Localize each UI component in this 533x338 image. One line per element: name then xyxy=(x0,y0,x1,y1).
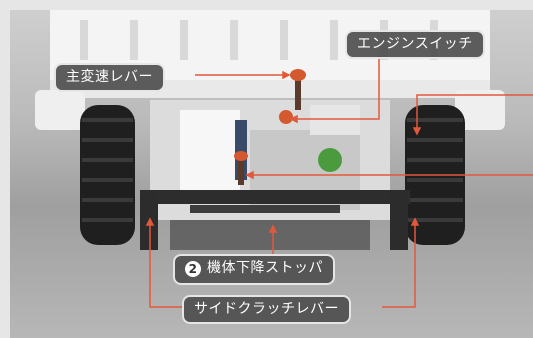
machine-photo: 主変速レバー エンジンスイッチ 2 機体下降ストッパ サイドクラッチレバー xyxy=(10,10,533,338)
leader-lines xyxy=(145,56,533,308)
body-lower-stopper-label: 2 機体下降ストッパ xyxy=(173,254,335,285)
side-clutch-lever-label: サイドクラッチレバー xyxy=(182,295,351,324)
engine-switch-label: エンジンスイッチ xyxy=(345,30,485,59)
main-shift-lever xyxy=(290,69,306,110)
body-lower-stopper-text: 機体下降ストッパ xyxy=(207,260,323,276)
left-wheel xyxy=(80,105,135,245)
main-shift-lever-label: 主変速レバー xyxy=(54,63,165,92)
lower-lever xyxy=(234,151,248,185)
main-shift-lever-text: 主変速レバー xyxy=(66,69,153,85)
step-number-badge: 2 xyxy=(185,261,201,277)
rice-transplanter-illustration xyxy=(35,10,533,308)
engine-switch-text: エンジンスイッチ xyxy=(357,36,473,52)
side-clutch-lever-text: サイドクラッチレバー xyxy=(194,301,339,317)
engine-switch-knob xyxy=(279,110,293,124)
